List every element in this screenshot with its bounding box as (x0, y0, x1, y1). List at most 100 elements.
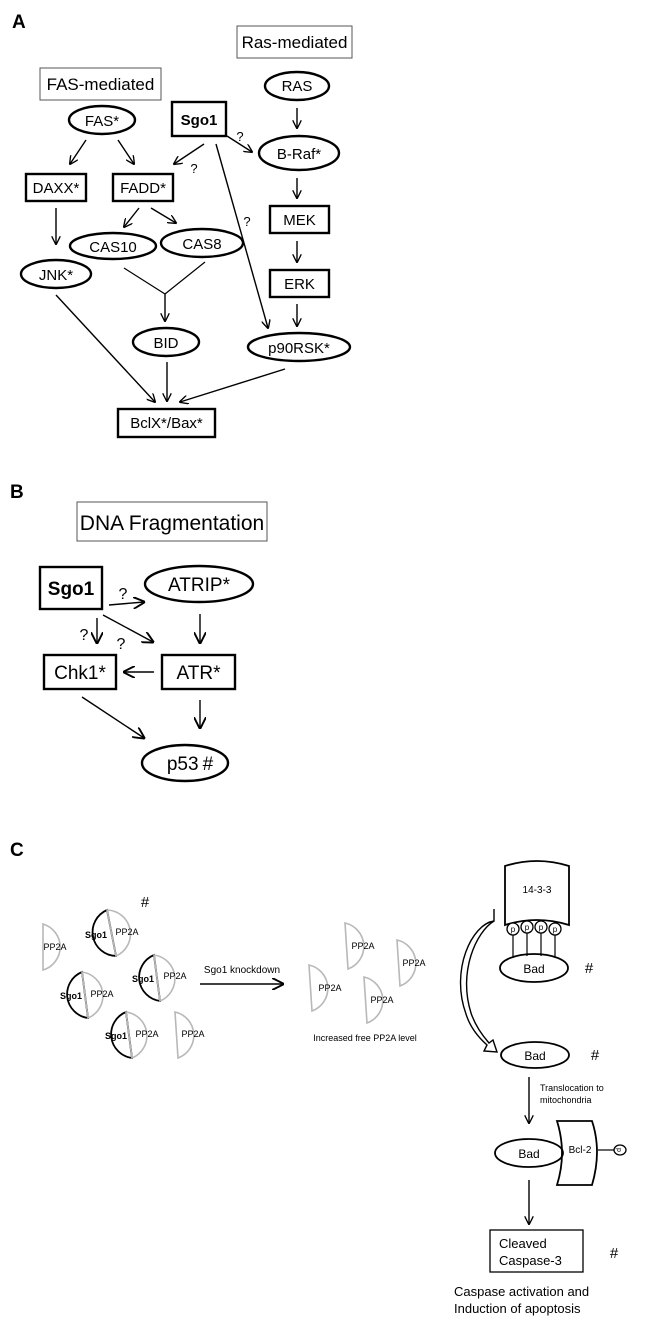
node-jnk-shape (19, 258, 93, 290)
phospho-label: p (539, 923, 544, 932)
node-cas10-shape (68, 231, 158, 261)
pp2a-bound-label: PP2A (163, 971, 186, 981)
bad-bound-shape (499, 953, 569, 983)
pp2a-free-shape (344, 921, 365, 971)
uncertain-sgo1-braf: ? (236, 129, 243, 144)
node-bid-shape (131, 326, 201, 358)
uncertain-sgo1-chk1: ? (80, 627, 89, 644)
panel-b-label: B (10, 482, 24, 503)
pp2a-bound-label: PP2A (135, 1029, 158, 1039)
node-fas: FAS* (85, 113, 119, 130)
pp2a-bound-shape (125, 1011, 148, 1060)
node-p53: p53# (167, 754, 214, 775)
node-atr: ATR* (177, 663, 222, 684)
sgo1-complex-label: Sgo1 (132, 974, 154, 984)
node-bclx-bax: BclX*/Bax* (130, 415, 203, 432)
node-chk1-shape (42, 653, 118, 691)
panel-c-label: C (10, 840, 24, 861)
sgo1-complex-label: Sgo1 (85, 930, 107, 940)
pp2a-free-label: PP2A (370, 995, 393, 1005)
caspase-line2: Caspase-3 (499, 1253, 562, 1268)
node-mek: MEK (283, 212, 316, 229)
arrow-fadd-cas8 (150, 207, 176, 223)
bcl2-phospho-circle (613, 1144, 627, 1156)
node-p53-mark: # (203, 754, 214, 775)
pp2a-bound-shape (106, 909, 132, 958)
pp2a-free-label: PP2A (181, 1029, 204, 1039)
translocation-line1: Translocation to (540, 1083, 604, 1093)
node-fas-shape (67, 104, 137, 136)
bad-free-hash: # (591, 1047, 600, 1064)
bcl2-phospho-label: p (615, 1148, 622, 1152)
arrow-fadd-cas10 (124, 207, 140, 227)
translocation-line2: mitochondria (540, 1095, 592, 1105)
sgo1-half-shape (110, 1010, 134, 1060)
pp2a-free-shape (42, 922, 61, 972)
uncertain-sgo1-atrip: ? (119, 586, 128, 603)
panel-b: B DNA Fragmentation Sgo1 ATRIP* ? ? ? Ch… (10, 482, 268, 783)
arrow-sgo1-fadd (174, 143, 205, 164)
node-bclx-bax-shape (116, 407, 217, 439)
ras-mediated-box (236, 25, 353, 59)
bad-bcl2-label: Bad (518, 1147, 539, 1161)
node-cas8: CAS8 (182, 236, 221, 253)
pp2a-bound-label: PP2A (90, 989, 113, 999)
phospho-label: p (553, 925, 558, 934)
arrow-sgo1-atr (102, 614, 153, 642)
node-cas8-shape (159, 227, 245, 259)
node-erk-shape (268, 268, 331, 299)
uncertain-sgo1-p90rsk: ? (243, 214, 250, 229)
outcome-line2: Induction of apoptosis (454, 1301, 581, 1316)
node-atrip: ATRIP* (168, 575, 231, 596)
dna-fragmentation-title: DNA Fragmentation (80, 512, 264, 535)
node-atr-shape (160, 653, 237, 691)
pp2a-free-label: PP2A (351, 941, 374, 951)
node-sgo1-a: Sgo1 (181, 112, 218, 129)
node-braf: B-Raf* (277, 146, 321, 163)
caspase-line1: Cleaved (499, 1236, 547, 1251)
node-ras: RAS (282, 78, 313, 95)
arrow-chk1-p53 (81, 696, 144, 738)
pp2a-free-shape (174, 1010, 195, 1060)
node-daxx: DAXX* (33, 180, 80, 197)
pp2a-free-shape (396, 938, 417, 988)
node-cas10: CAS10 (89, 239, 137, 256)
bad-free-shape (500, 1041, 570, 1069)
panel-a: A Ras-mediated FAS-mediated RAS B-Raf* M… (12, 12, 353, 439)
node-p90rsk: p90RSK* (268, 340, 330, 357)
node-fadd: FADD* (120, 180, 166, 197)
uncertain-sgo1-fadd: ? (190, 161, 197, 176)
merge-cas-lines (123, 261, 206, 295)
phospho-label: p (511, 925, 516, 934)
pp2a-free-label: PP2A (43, 942, 66, 952)
node-ras-shape (263, 70, 331, 102)
node-braf-shape (257, 134, 341, 172)
pp2a-free-shape (308, 963, 329, 1013)
protein-14-3-3-label: 14-3-3 (523, 885, 552, 896)
node-jnk: JNK* (39, 267, 73, 284)
sgo1-complex-label: Sgo1 (60, 991, 82, 1001)
node-sgo1-a-shape (170, 100, 228, 138)
node-fadd-shape (111, 172, 175, 203)
ras-mediated-label: Ras-mediated (242, 33, 348, 52)
fas-mediated-box (39, 67, 162, 101)
caspase-box (489, 1229, 584, 1273)
node-p53-shape (140, 743, 230, 783)
node-daxx-shape (24, 172, 88, 203)
bad-free-label: Bad (524, 1049, 545, 1063)
fas-mediated-label: FAS-mediated (47, 75, 155, 94)
free-pp2a-caption: Increased free PP2A level (313, 1033, 417, 1043)
arrow-fas-fadd (117, 139, 134, 164)
complex-hash-mark: # (141, 894, 150, 911)
knockdown-label: Sgo1 knockdown (204, 965, 280, 976)
node-sgo1-b-shape (38, 565, 104, 611)
pp2a-free-shape (363, 975, 384, 1025)
panel-c: C PP2A Sgo1 PP2A # Sgo1 PP2A Sgo1 PP2A S… (10, 840, 627, 1316)
caspase-hash: # (610, 1245, 619, 1262)
node-erk: ERK (284, 276, 315, 293)
pp2a-free-label: PP2A (402, 958, 425, 968)
node-atrip-shape (143, 564, 255, 604)
sgo1-half-shape (91, 908, 118, 957)
bad-bcl2-shape (494, 1138, 564, 1168)
